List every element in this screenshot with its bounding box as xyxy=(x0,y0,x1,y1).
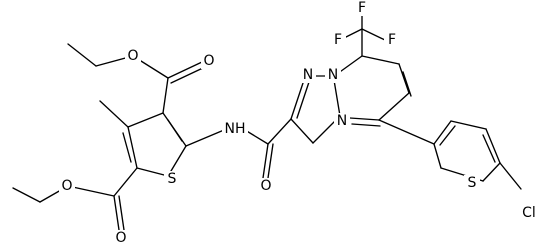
atom-s-chlorothiophene: S xyxy=(468,175,477,191)
atom-o-ester-bottom-ether: O xyxy=(61,178,72,194)
atom-f-1: F xyxy=(358,0,366,16)
bond-lines xyxy=(12,14,522,231)
atom-f-3: F xyxy=(334,32,342,48)
atom-n-pyrazole-2: N xyxy=(328,67,338,83)
atom-f-2: F xyxy=(388,32,396,48)
atom-o-ester-top-ether: O xyxy=(127,48,138,64)
atom-o-amide: O xyxy=(260,178,271,194)
atom-o-ester-top-carbonyl: O xyxy=(203,53,214,69)
atom-nh-amide: NH xyxy=(225,121,246,137)
atom-cl: Cl xyxy=(522,205,536,221)
atom-s-thiophene: S xyxy=(168,171,177,187)
atom-n-pyrazole-1: N xyxy=(303,67,313,83)
atom-o-ester-bottom-carbonyl: O xyxy=(115,230,126,246)
atom-n-pyrimidine: N xyxy=(337,113,347,129)
atom-labels: O O S O O NH O N N N F F F S Cl xyxy=(59,0,540,246)
